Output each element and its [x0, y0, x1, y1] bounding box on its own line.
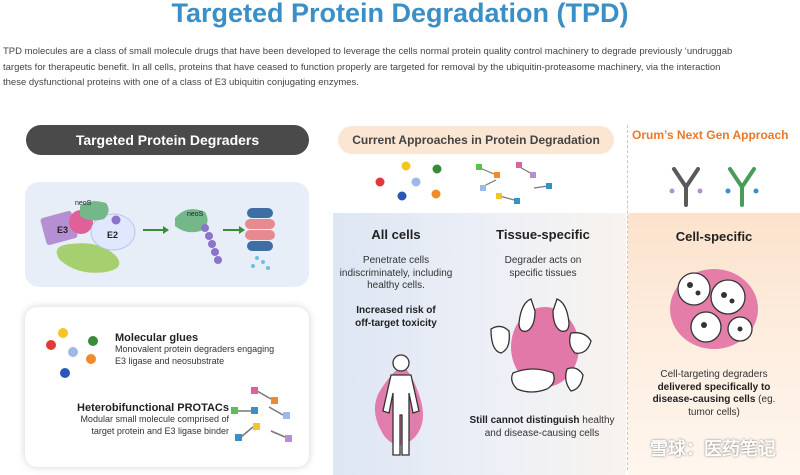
all-cells-title: All cells: [371, 227, 421, 242]
tagged-substrate-shape: [175, 209, 208, 233]
all-cells-desc: Penetrate cells indiscriminately, includ…: [339, 255, 453, 291]
lung-left: [518, 298, 536, 332]
mechanism-panel: neoS E3 E2 neoS: [25, 182, 309, 287]
tissue-note: Still cannot distinguish healthy and dis…: [469, 415, 615, 439]
tissue-desc: Degrader acts on specific tissues: [504, 255, 582, 279]
all-cells-warning: Increased risk of off-target toxicity: [355, 305, 437, 329]
e2-shape: [90, 213, 136, 251]
organs-icon: [490, 298, 592, 393]
degrader-types-panel: Molecular glues Monovalent protein degra…: [25, 307, 309, 467]
intro-text: TPD molecules are a class of small molec…: [3, 44, 800, 91]
current-approach-molecules: [375, 161, 552, 204]
glues-text: Molecular glues Monovalent protein degra…: [115, 332, 305, 367]
intro-line: TPD molecules are a class of small molec…: [3, 46, 733, 57]
peptide-fragments: [251, 256, 270, 270]
watermark: 雪球：医药笔记: [650, 439, 776, 459]
neosubstrate-shape: [80, 201, 109, 221]
human-body-icon: [374, 354, 423, 456]
proteasome-shape: [245, 208, 275, 251]
current-approaches-header: Current Approaches in Protein Degradatio…: [338, 126, 614, 154]
glues-title: Molecular glues: [115, 332, 199, 344]
kidney: [565, 367, 584, 392]
antibody-icons: [669, 167, 759, 207]
cell-specific-title: Cell-specific: [675, 229, 753, 244]
tissue-title: Tissue-specific: [496, 227, 590, 242]
molecular-glue-dots: [46, 328, 98, 378]
next-gen-header: Orum’s Next Gen Approach: [632, 128, 789, 142]
ubiquitin-shape: [111, 215, 121, 225]
neos-label: neoS: [75, 200, 92, 207]
dashed-divider: [627, 125, 628, 470]
protac-molecules: [231, 387, 292, 442]
arrow-1-head: [163, 226, 169, 234]
intro-line: these dysfunctional proteins with one of…: [3, 77, 359, 88]
neos-label-2: neoS: [187, 211, 204, 218]
approaches-panel: All cells Penetrate cells indiscriminate…: [333, 213, 626, 475]
arrow-2-head: [239, 226, 245, 234]
mechanism-diagram: neoS E3 E2 neoS: [40, 200, 275, 273]
protacs-desc-2: target protein and E3 ligase binder: [91, 425, 229, 436]
tumor-cells-icon: [670, 269, 758, 349]
cell-specific-desc: Cell-targeting degraders delivered speci…: [652, 369, 776, 418]
next-gen-panel: Cell-specific Cell-targeting degraders d…: [628, 213, 800, 475]
e3-shape: [40, 211, 78, 245]
glues-desc-2: E3 ligase and neosubstrate: [115, 355, 225, 366]
intestine: [511, 368, 555, 393]
e2-label: E2: [107, 230, 118, 240]
stomach: [490, 325, 510, 354]
pancreas: [569, 332, 592, 354]
ubiquitin-chain: [201, 224, 222, 264]
lung-right: [552, 298, 570, 332]
ligase-complex-shape: [56, 243, 120, 273]
glues-desc-1: Monovalent protein degraders engaging: [115, 344, 275, 354]
degraders-header: Targeted Protein Degraders: [26, 125, 309, 155]
intro-line: targets for therapeutic benefit. In all …: [3, 61, 721, 73]
page-title: Targeted Protein Degradation (TPD): [171, 0, 629, 28]
protacs-desc-1: Modular small molecule comprised of: [80, 414, 229, 424]
e3-label: E3: [57, 225, 68, 235]
protacs-title: Heterobifunctional PROTACs: [77, 402, 229, 414]
protacs-text: Heterobifunctional PROTACs Modular small…: [39, 402, 229, 437]
